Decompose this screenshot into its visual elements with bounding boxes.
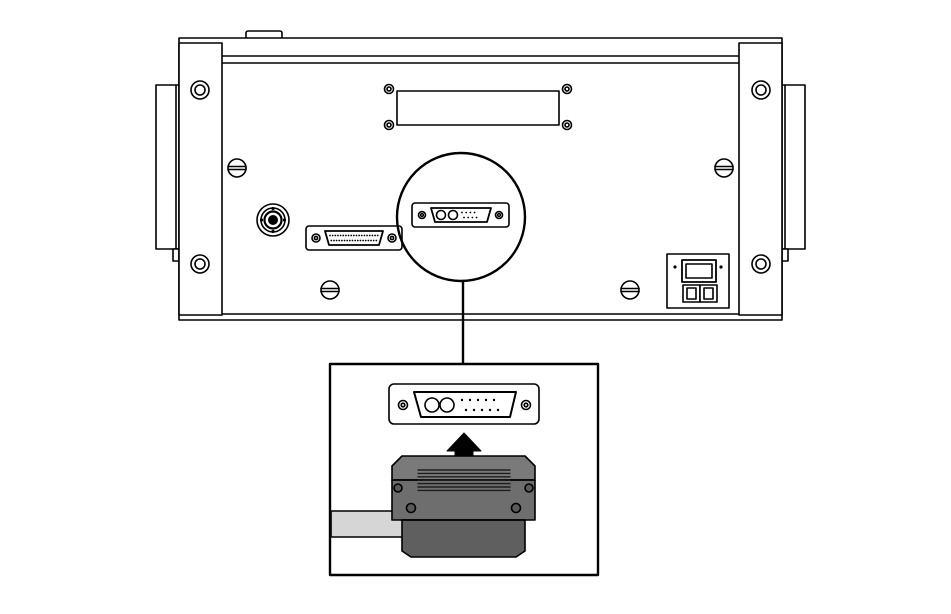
- db37-pin: [354, 239, 357, 242]
- signal-pin: [480, 408, 484, 412]
- panel-screws: [227, 158, 734, 300]
- signal-pin: [464, 408, 468, 412]
- db37-pin: [375, 239, 378, 242]
- signal-pin: [460, 398, 464, 402]
- signal-pin: [475, 216, 478, 219]
- db37-pin: [341, 239, 343, 242]
- db37-pin: [351, 239, 354, 242]
- signal-pin: [465, 211, 468, 214]
- db37-pin: [343, 239, 346, 242]
- plug-screw: [405, 502, 417, 514]
- signal-pin: [473, 211, 476, 214]
- ear-screw-hole: [190, 254, 210, 274]
- db37-pin: [329, 234, 331, 237]
- ear-screw-hole: [190, 80, 210, 100]
- plug-screw: [393, 483, 403, 493]
- db37-connector: [305, 225, 403, 251]
- signal-pin: [496, 408, 500, 412]
- db37-pin: [355, 234, 358, 237]
- db37-pin: [333, 239, 335, 242]
- signal-pin: [476, 398, 480, 402]
- db37-pin: [371, 234, 374, 237]
- plug-grip-ribs: [417, 469, 511, 492]
- ear-screw-hole: [751, 254, 771, 274]
- db37-pin: [363, 234, 366, 237]
- db37-pin: [345, 234, 347, 237]
- db37-pin: [356, 239, 359, 242]
- power-d-sub-connector: [411, 202, 510, 228]
- db37-pin: [364, 239, 367, 242]
- panel-screw: [714, 158, 734, 178]
- panel-screw: [320, 280, 340, 300]
- db37-pin-grid: [329, 234, 379, 242]
- signal-pin: [492, 398, 496, 402]
- signal-pin: [463, 216, 465, 219]
- db37-pin: [337, 234, 339, 237]
- power-cable-plug: [391, 455, 536, 558]
- detail-callout-circle: [395, 151, 527, 283]
- db37-pin: [342, 234, 345, 237]
- db37-pin: [368, 234, 371, 237]
- inset-power-d-sub-connector: [388, 383, 540, 425]
- db37-pin: [367, 239, 370, 242]
- rack-ear-left: [178, 42, 223, 316]
- db37-pin: [348, 239, 351, 242]
- side-bracket-left: [155, 84, 182, 262]
- signal-pin: [468, 398, 472, 402]
- side-bracket-right: [779, 84, 806, 262]
- db37-pin: [338, 239, 341, 242]
- power-inlet: [666, 253, 730, 309]
- db37-pin: [358, 234, 361, 237]
- db37-pin: [347, 234, 350, 237]
- db37-pin: [334, 234, 337, 237]
- signal-pin: [461, 211, 463, 214]
- detail-inset-box: [328, 362, 600, 577]
- db37-pin: [335, 239, 338, 242]
- db37-pin: [359, 239, 362, 242]
- db37-pin: [370, 239, 372, 242]
- panel-screw: [227, 158, 247, 178]
- plug-screw: [524, 483, 534, 493]
- db37-pin: [372, 239, 375, 242]
- db37-pin: [360, 234, 363, 237]
- db37-pin: [330, 239, 333, 242]
- rack-ear-right: [738, 42, 783, 316]
- detail-callout: [395, 151, 527, 366]
- db37-pin: [339, 234, 342, 237]
- panel-screw: [620, 280, 640, 300]
- db37-pin: [352, 234, 355, 237]
- signal-pin: [488, 408, 492, 412]
- db37-pin: [374, 234, 376, 237]
- power-d-sub-signal-pins: [461, 211, 478, 219]
- inset-signal-pins: [460, 398, 500, 412]
- ear-screw-hole: [751, 80, 771, 100]
- signal-pin: [484, 398, 488, 402]
- signal-pin: [472, 408, 476, 412]
- signal-pin: [469, 211, 472, 214]
- plug-screw: [510, 502, 522, 514]
- signal-pin: [471, 216, 474, 219]
- db37-pin: [366, 234, 368, 237]
- db37-pin: [350, 234, 353, 237]
- signal-pin: [467, 216, 470, 219]
- db37-pin: [362, 239, 364, 242]
- blank-plate: [383, 83, 573, 131]
- db37-pin: [376, 234, 379, 237]
- db37-pin: [346, 239, 349, 242]
- db37-pin: [331, 234, 334, 237]
- circular-connector: [256, 203, 290, 237]
